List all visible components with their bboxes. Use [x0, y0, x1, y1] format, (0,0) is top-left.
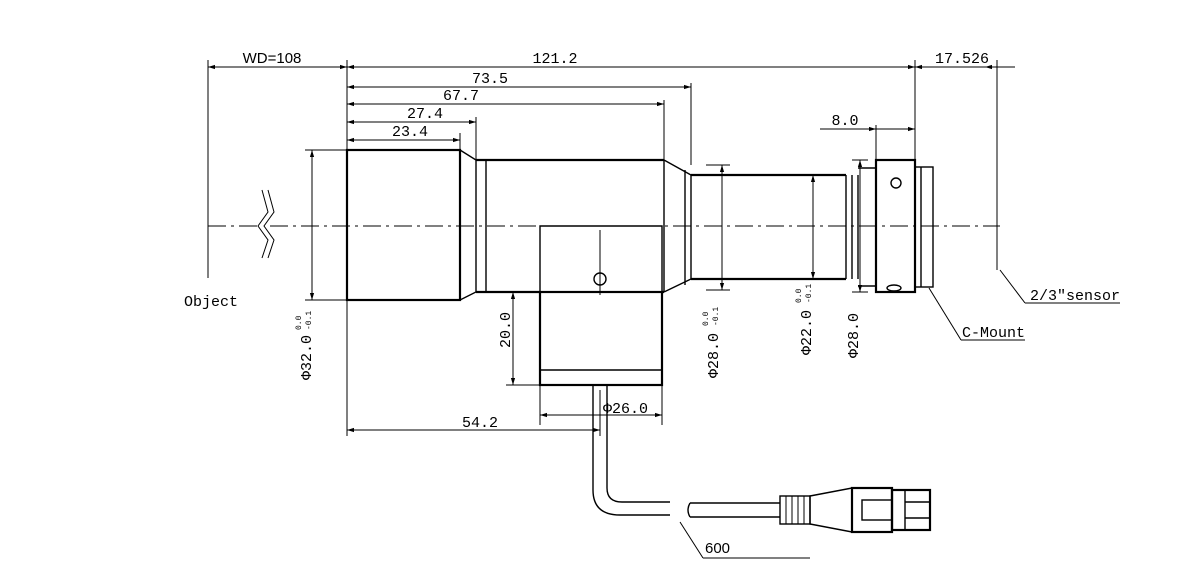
mount-lock-slot: [886, 284, 902, 292]
dia-front-tol-lower: -0.1: [305, 311, 314, 330]
vertical-dimensions: Φ32.0 0.0 -0.1 20.0 Φ28.0 0.0 -0.1 Φ22.0…: [295, 150, 863, 385]
horizontal-dimensions: WD=108 121.2 17.526 73.5 67.7 27.4 23.4 …: [208, 50, 1015, 433]
mount-screw-hole: [890, 177, 902, 189]
dim-20-0: 20.0: [498, 312, 515, 348]
label-c-mount: C-Mount: [962, 325, 1025, 342]
light-cable: [592, 385, 932, 534]
illumination-port: [538, 225, 664, 387]
dia-rear-tol-upper: 0.0: [795, 288, 804, 303]
dim-port-diameter: Φ26.0: [603, 401, 648, 418]
rear-tube: [691, 173, 846, 281]
extension-lines: [207, 60, 998, 436]
dia-mid-tol-lower: -0.1: [712, 307, 721, 326]
c-mount-thread: [914, 166, 934, 288]
front-barrel: [345, 148, 462, 302]
connector-plug: [850, 486, 894, 534]
optical-axis: [208, 189, 1000, 259]
dia-rear-tol-lower: -0.1: [805, 284, 814, 303]
dim-73-5: 73.5: [472, 71, 508, 88]
dia-rear: Φ22.0: [799, 310, 816, 355]
dia-mid-tol-upper: 0.0: [702, 311, 711, 326]
dim-8-0: 8.0: [831, 113, 858, 130]
dim-cable-length: 600: [705, 540, 730, 557]
dim-wd: WD=108: [243, 50, 302, 67]
lens-body: [345, 148, 934, 302]
dim-23-4: 23.4: [392, 124, 428, 141]
dim-67-7: 67.7: [443, 88, 479, 105]
dia-front: Φ32.0: [299, 335, 316, 380]
dim-flange-distance: 17.526: [935, 51, 989, 68]
connector-head: [890, 488, 932, 532]
label-sensor: 2/3″sensor: [1030, 288, 1120, 305]
dim-54-2: 54.2: [462, 415, 498, 432]
dim-total-length: 121.2: [532, 51, 577, 68]
dia-mount: Φ28.0: [846, 313, 863, 358]
port-barrel: [538, 290, 664, 387]
cable-strain-relief: [779, 495, 811, 525]
dim-27-4: 27.4: [407, 106, 443, 123]
leader-labels: Object 2/3″sensor C-Mount 600: [184, 269, 1120, 559]
dia-front-tol-upper: 0.0: [295, 315, 304, 330]
dia-mid: Φ28.0: [706, 333, 723, 378]
label-object: Object: [184, 294, 238, 311]
